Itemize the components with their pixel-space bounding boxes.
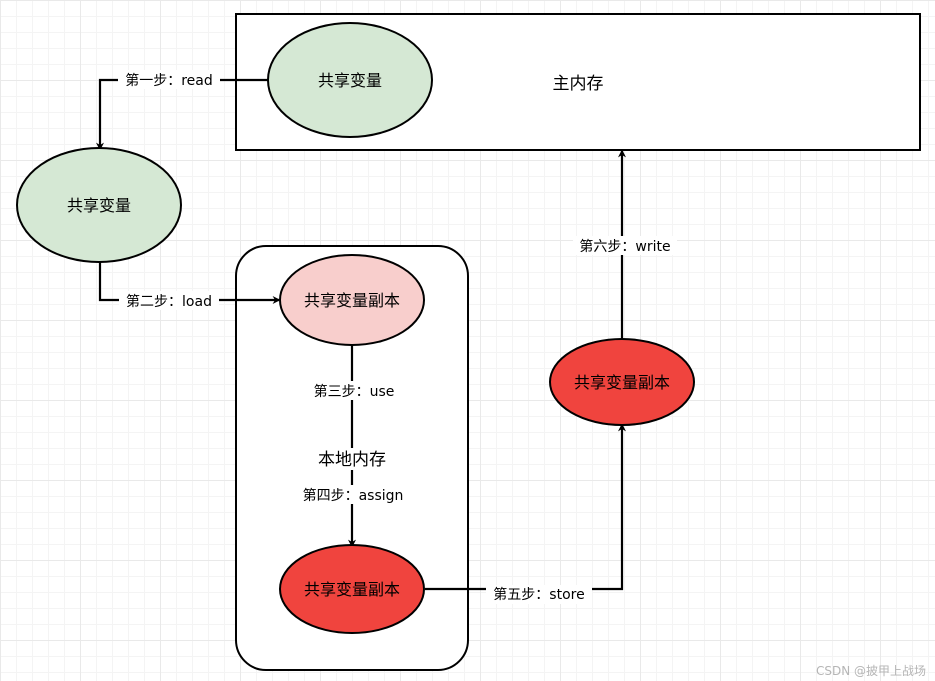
step4-label: 第四步：assign xyxy=(303,487,404,504)
main-memory-label: 主内存 xyxy=(553,74,604,94)
local-copy-loaded-node xyxy=(279,254,425,346)
main-shared-var-node xyxy=(267,22,433,138)
step2-label: 第二步：load xyxy=(126,293,212,310)
local-copy-loaded-label: 共享变量副本 xyxy=(304,291,400,310)
watermark: CSDN @披甲上战场 xyxy=(816,664,926,678)
stored-copy-label: 共享变量副本 xyxy=(574,373,670,392)
step5-label: 第五步：store xyxy=(493,586,584,603)
read-shared-var-node xyxy=(16,147,182,263)
stored-copy-node xyxy=(549,338,695,426)
edge-step2-load xyxy=(98,262,281,304)
read-shared-var-label: 共享变量 xyxy=(67,196,131,215)
local-copy-assigned-node xyxy=(279,544,425,634)
local-copy-assigned-label: 共享变量副本 xyxy=(304,580,400,599)
step6-label: 第六步：write xyxy=(579,238,670,255)
main-shared-var-label: 共享变量 xyxy=(318,71,382,90)
step3-label: 第三步：use xyxy=(314,383,395,400)
local-memory-label: 本地内存 xyxy=(318,450,386,470)
step1-label: 第一步：read xyxy=(125,72,213,89)
